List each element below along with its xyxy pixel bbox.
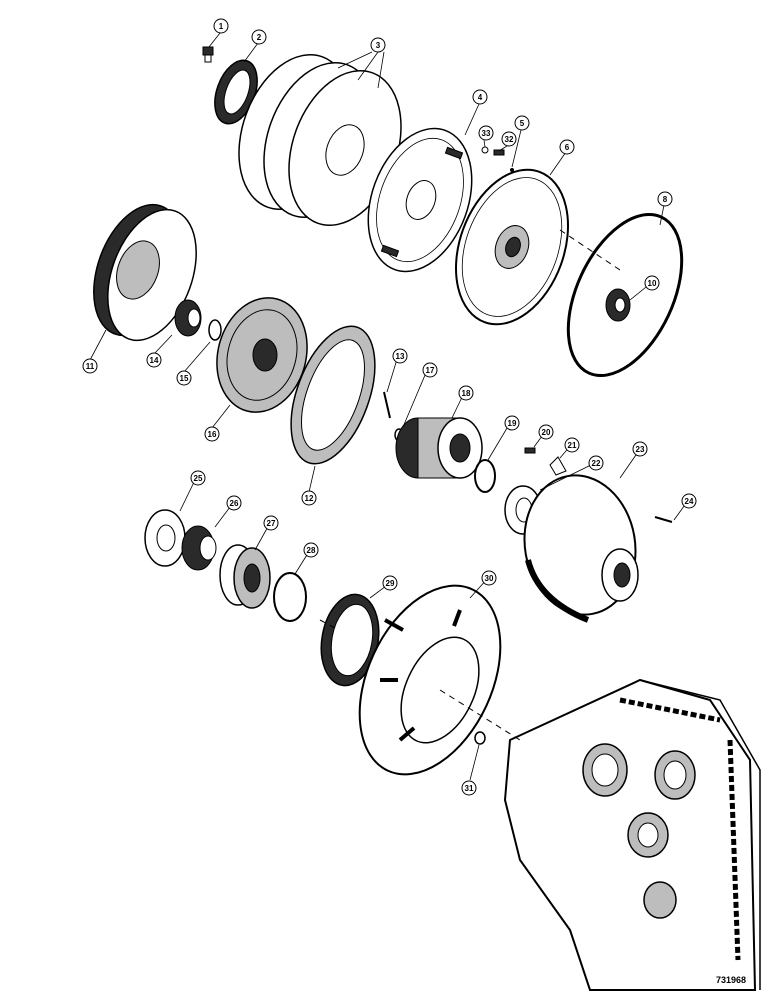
callout-20: 20 xyxy=(538,424,554,440)
svg-text:26: 26 xyxy=(230,499,239,508)
svg-text:25: 25 xyxy=(194,474,203,483)
callout-3: 3 xyxy=(370,37,386,53)
callout-6: 6 xyxy=(559,139,575,155)
svg-text:29: 29 xyxy=(386,579,395,588)
part-ring-28 xyxy=(273,572,307,622)
callout-11: 11 xyxy=(82,358,98,374)
svg-text:33: 33 xyxy=(482,129,491,138)
part-bearing-10 xyxy=(605,288,631,322)
part-turbine-16 xyxy=(216,297,308,413)
part-pin-5 xyxy=(510,168,514,172)
part-pumphousing-23 xyxy=(523,474,639,623)
part-bolt-20 xyxy=(524,447,536,454)
part-plate-25 xyxy=(144,509,186,567)
part-discs-3 xyxy=(238,53,402,227)
part-pin-13 xyxy=(383,391,391,419)
part-housing-11 xyxy=(93,203,197,342)
svg-text:12: 12 xyxy=(305,494,314,503)
svg-text:17: 17 xyxy=(426,366,435,375)
part-seal-29 xyxy=(320,593,380,687)
part-seal-2 xyxy=(214,59,258,125)
part-gear-27 xyxy=(219,544,271,609)
part-support-30 xyxy=(358,584,502,776)
callout-2: 2 xyxy=(251,29,267,45)
svg-text:19: 19 xyxy=(508,419,517,428)
part-ring-19 xyxy=(474,459,496,493)
callout-1: 1 xyxy=(213,18,229,34)
callout-8: 8 xyxy=(657,191,673,207)
svg-text:13: 13 xyxy=(396,352,405,361)
callout-32: 32 xyxy=(501,131,517,147)
callout-29: 29 xyxy=(382,575,398,591)
svg-text:10: 10 xyxy=(648,279,657,288)
svg-text:30: 30 xyxy=(485,574,494,583)
callout-33: 33 xyxy=(478,125,494,141)
callout-23: 23 xyxy=(632,441,648,457)
svg-text:6: 6 xyxy=(565,143,570,152)
svg-text:31: 31 xyxy=(465,784,474,793)
svg-text:21: 21 xyxy=(568,441,577,450)
part-transmission-case xyxy=(503,678,761,991)
callout-19: 19 xyxy=(504,415,520,431)
callout-31: 31 xyxy=(461,780,477,796)
callout-14: 14 xyxy=(146,352,162,368)
callout-16: 16 xyxy=(204,426,220,442)
reference-number: 731968 xyxy=(716,975,746,985)
part-plug-31 xyxy=(474,731,486,745)
part-bolt-24 xyxy=(654,516,673,523)
callout-15: 15 xyxy=(176,370,192,386)
svg-text:24: 24 xyxy=(685,497,694,506)
alignment-lines xyxy=(319,229,621,741)
callout-4: 4 xyxy=(472,89,488,105)
part-bolt-1 xyxy=(202,46,214,63)
callout-22: 22 xyxy=(588,455,604,471)
svg-text:23: 23 xyxy=(636,445,645,454)
callout-17: 17 xyxy=(422,362,438,378)
svg-text:28: 28 xyxy=(307,546,316,555)
svg-text:18: 18 xyxy=(462,389,471,398)
callout-24: 24 xyxy=(681,493,697,509)
svg-text:27: 27 xyxy=(267,519,276,528)
svg-text:8: 8 xyxy=(663,195,668,204)
part-cover-6 xyxy=(454,168,570,326)
svg-text:1: 1 xyxy=(219,22,224,31)
part-bearing-14 xyxy=(174,299,202,337)
svg-text:11: 11 xyxy=(86,362,95,371)
callout-18: 18 xyxy=(458,385,474,401)
svg-text:2: 2 xyxy=(257,33,262,42)
svg-text:5: 5 xyxy=(520,119,525,128)
part-stator-12 xyxy=(290,325,376,465)
callout-5: 5 xyxy=(514,115,530,131)
svg-text:15: 15 xyxy=(180,374,189,383)
callout-10: 10 xyxy=(644,275,660,291)
svg-text:16: 16 xyxy=(208,430,217,439)
callout-26: 26 xyxy=(226,495,242,511)
svg-text:22: 22 xyxy=(592,459,601,468)
svg-text:32: 32 xyxy=(505,135,514,144)
callout-27: 27 xyxy=(263,515,279,531)
callout-12: 12 xyxy=(301,490,317,506)
part-snapring-15 xyxy=(208,319,222,341)
svg-text:20: 20 xyxy=(542,428,551,437)
part-flexplate-4 xyxy=(367,127,473,273)
callout-28: 28 xyxy=(303,542,319,558)
svg-text:3: 3 xyxy=(376,41,381,50)
svg-text:4: 4 xyxy=(478,93,483,102)
part-clutch-18 xyxy=(395,417,483,479)
callout-25: 25 xyxy=(190,470,206,486)
svg-text:14: 14 xyxy=(150,356,159,365)
part-bearing-26 xyxy=(181,525,217,571)
part-bracket-21 xyxy=(549,456,567,476)
callout-13: 13 xyxy=(392,348,408,364)
part-washer-33 xyxy=(481,146,489,154)
part-bolt-32 xyxy=(493,149,505,156)
callout-30: 30 xyxy=(481,570,497,586)
callout-21: 21 xyxy=(564,437,580,453)
